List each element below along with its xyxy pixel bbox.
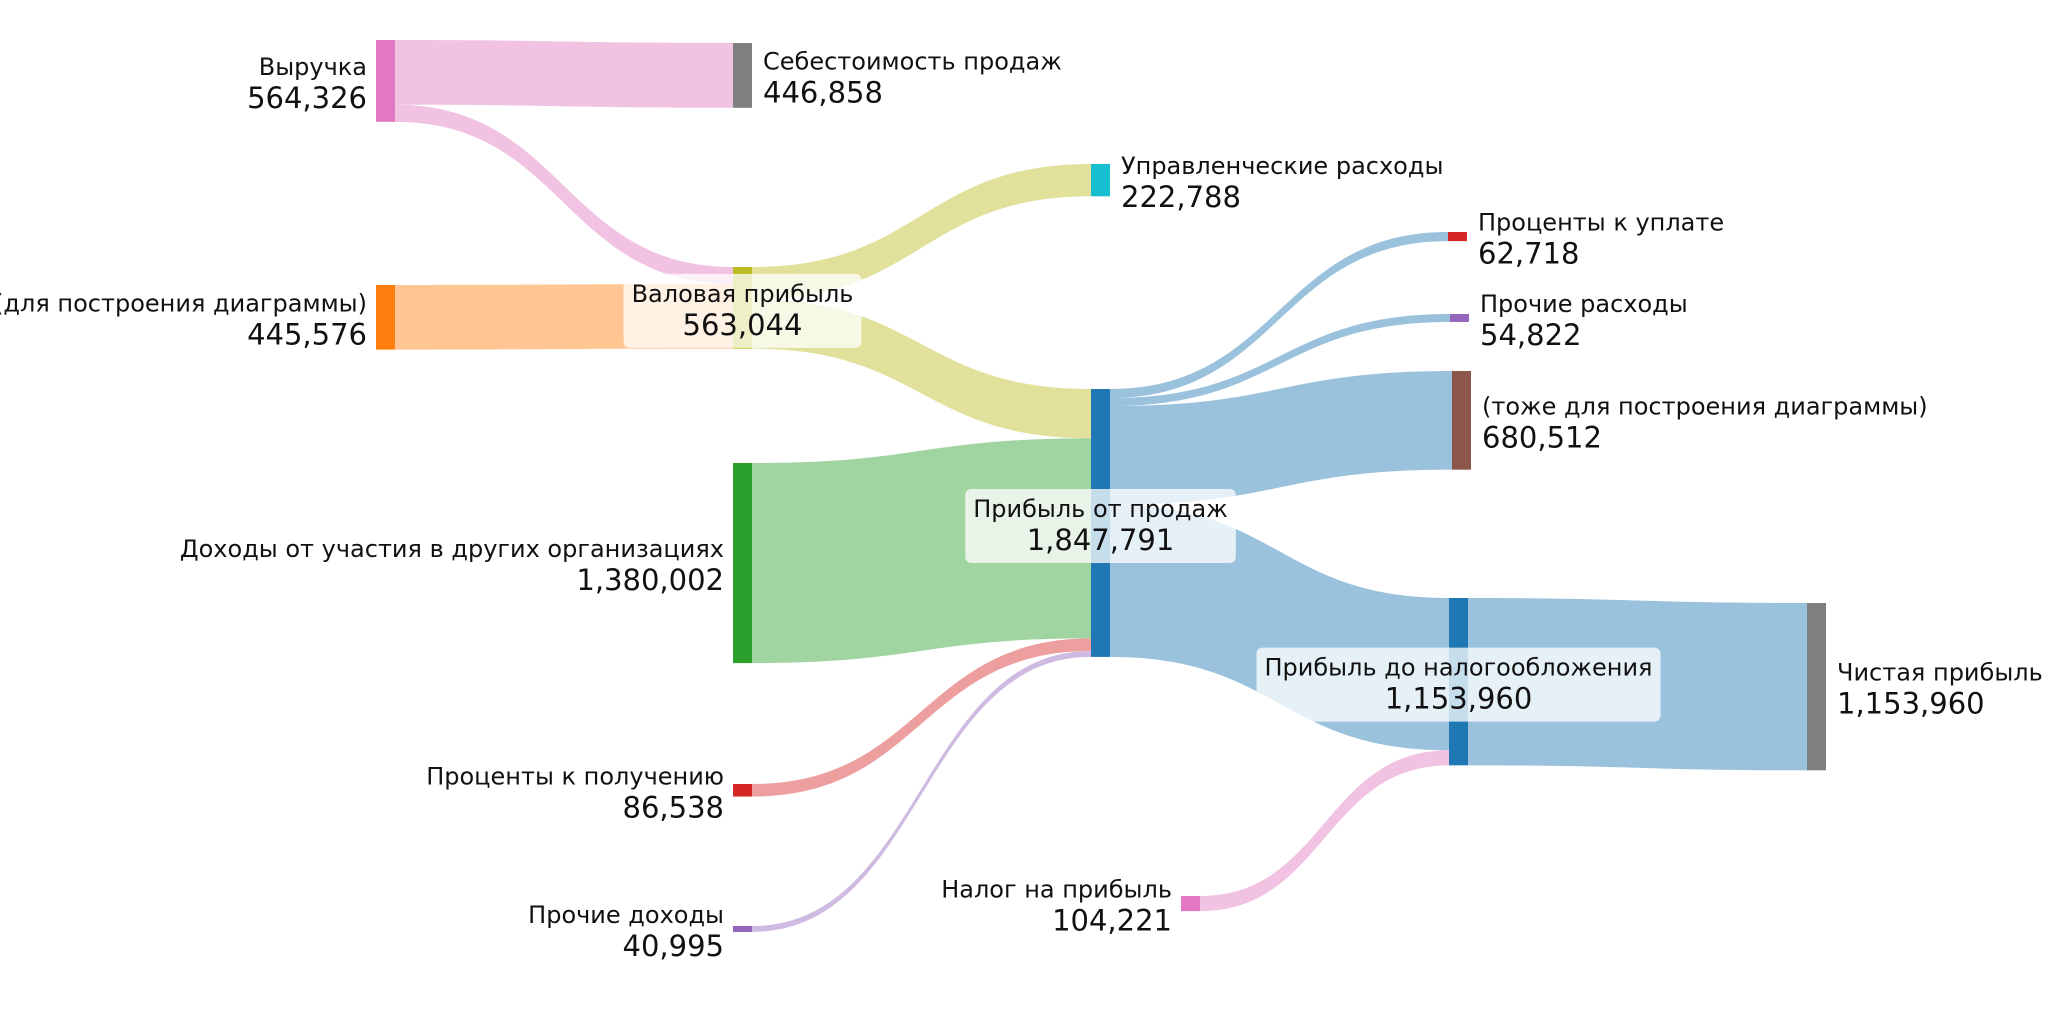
node-value-aux2: 680,512 — [1482, 420, 1602, 454]
node-other_exp — [1450, 314, 1469, 322]
node-value-sales_profit: 1,847,791 — [1027, 523, 1175, 557]
node-value-other_inc: 40,995 — [623, 929, 724, 963]
link-int_recv-to-sales_profit — [752, 638, 1091, 797]
node-label-gross: Валовая прибыль — [632, 280, 854, 308]
node-value-aux1: 445,576 — [247, 317, 367, 351]
link-revenue-to-cogs — [395, 40, 733, 108]
node-value-pbt: 1,153,960 — [1385, 682, 1533, 716]
node-value-other_exp: 54,822 — [1480, 318, 1581, 352]
node-label-participation: Доходы от участия в других организациях — [180, 535, 724, 563]
link-gross-to-admin — [752, 164, 1091, 300]
node-label-revenue: Выручка — [259, 53, 367, 81]
link-other_inc-to-sales_profit — [752, 650, 1091, 932]
link-sales_profit-to-aux2 — [1110, 371, 1452, 505]
node-label-aux2: (тоже для построения диаграммы) — [1482, 392, 1928, 420]
link-tax-to-pbt — [1200, 750, 1449, 912]
link-revenue-to-gross — [395, 104, 733, 285]
node-value-int_pay: 62,718 — [1478, 237, 1579, 271]
label-backgrounds — [623, 273, 1661, 722]
node-admin — [1091, 164, 1110, 197]
node-int_recv — [733, 784, 752, 797]
label-box-pbt — [1256, 647, 1661, 722]
node-value-gross: 563,044 — [683, 308, 803, 342]
sankey-nodes — [376, 40, 1826, 932]
node-label-int_recv: Проценты к получению — [426, 762, 724, 790]
node-label-tax: Налог на прибыль — [941, 876, 1172, 904]
node-label-other_exp: Прочие расходы — [1480, 290, 1688, 318]
link-sales_profit-to-int_pay — [1110, 232, 1448, 399]
node-tax — [1181, 896, 1200, 912]
node-aux2 — [1452, 371, 1471, 470]
node-label-admin: Управленческие расходы — [1121, 152, 1443, 180]
node-label-other_inc: Прочие доходы — [528, 901, 724, 929]
node-label-aux1: (для построения диаграммы) — [0, 289, 367, 317]
node-aux1 — [376, 285, 395, 350]
link-sales_profit-to-other_exp — [1110, 314, 1450, 407]
node-revenue — [376, 40, 395, 122]
node-label-int_pay: Проценты к уплате — [1478, 209, 1724, 237]
node-value-net: 1,153,960 — [1837, 687, 1985, 721]
node-value-participation: 1,380,002 — [576, 563, 724, 597]
node-net — [1807, 603, 1826, 771]
node-label-sales_profit: Прибыль от продаж — [973, 495, 1228, 523]
node-value-tax: 104,221 — [1052, 904, 1172, 938]
label-box-sales_profit — [965, 488, 1236, 563]
node-value-cogs: 446,858 — [763, 75, 883, 109]
node-participation — [733, 463, 752, 664]
node-other_inc — [733, 926, 752, 932]
node-value-int_recv: 86,538 — [623, 790, 724, 824]
label-box-gross — [623, 273, 862, 348]
node-value-admin: 222,788 — [1121, 180, 1241, 214]
node-cogs — [733, 43, 752, 108]
node-label-net: Чистая прибыль — [1837, 659, 2043, 687]
node-label-cogs: Себестоимость продаж — [763, 47, 1062, 75]
node-value-revenue: 564,326 — [247, 81, 367, 115]
node-int_pay — [1448, 232, 1467, 242]
node-label-pbt: Прибыль до налогообложения — [1265, 654, 1653, 682]
